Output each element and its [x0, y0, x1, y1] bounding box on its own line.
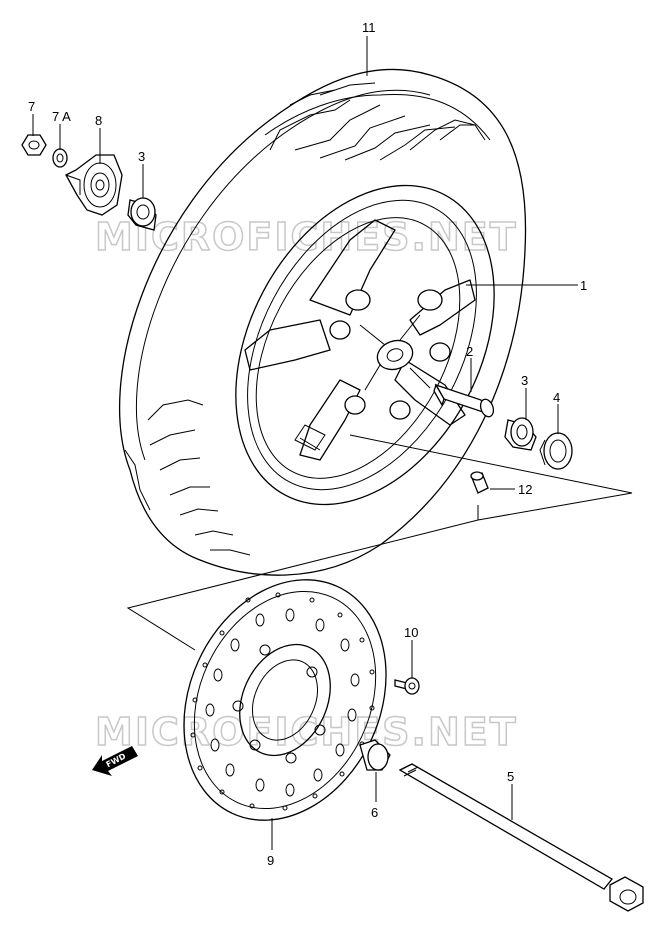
callout-10: 10: [404, 625, 418, 640]
spacer-2: [433, 383, 495, 418]
axle-5: [398, 763, 644, 912]
collar-6: [359, 739, 391, 771]
callout-9: 9: [267, 853, 274, 868]
bearing-3-right: [504, 417, 537, 451]
callout-3-left: 3: [138, 149, 145, 164]
bearing-3-left: [127, 197, 157, 231]
callout-12: 12: [518, 482, 532, 497]
valve-12: [470, 471, 489, 494]
callout-1: 1: [580, 278, 587, 293]
washer-7a: [52, 148, 68, 168]
brake-disc: [183, 579, 387, 821]
callout-5: 5: [507, 769, 514, 784]
callout-6: 6: [371, 805, 378, 820]
callout-7a: 7 A: [52, 109, 71, 124]
callout-8: 8: [95, 113, 102, 128]
bolt-10: [394, 677, 420, 695]
callout-3-right: 3: [521, 373, 528, 388]
wheel-rim: [235, 184, 495, 506]
watermark-top: MICROFICHES.NET: [95, 215, 518, 259]
gearbox-8: [65, 154, 123, 216]
callout-11: 11: [362, 20, 376, 35]
nut-7: [21, 134, 47, 156]
oil-seal-4: [539, 432, 573, 470]
tire: [118, 68, 527, 576]
callout-7: 7: [28, 99, 35, 114]
callout-4: 4: [553, 390, 560, 405]
watermark-bottom: MICROFICHES.NET: [95, 710, 518, 754]
callout-2: 2: [466, 344, 473, 359]
exploded-line-hub: [349, 434, 633, 521]
exploded-line-rotor: [126, 505, 479, 651]
